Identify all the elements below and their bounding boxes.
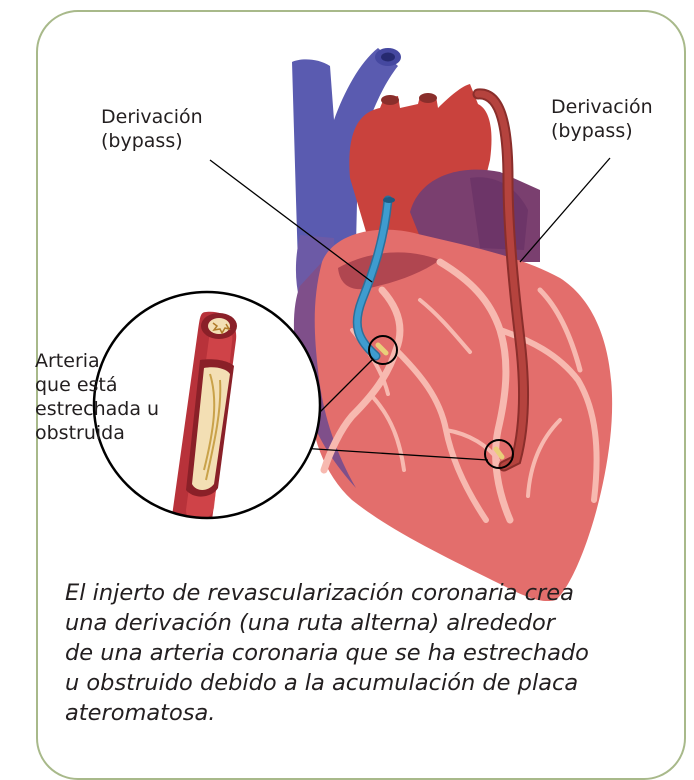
caption-line: una derivación (una ruta alterna) alrede… — [65, 610, 555, 636]
caption-line: El injerto de revascularización coronari… — [65, 580, 574, 606]
narrowed-artery-label: Arteria que está estrechada u obstruida — [35, 349, 159, 445]
bypass-label-left-line2: (bypass) — [101, 130, 183, 152]
artery-label-line4: obstruida — [35, 422, 125, 444]
artery-label-line3: estrechada u — [35, 398, 160, 420]
heart — [293, 229, 613, 602]
figure-caption: El injerto de revascularización coronari… — [65, 578, 680, 728]
caption-line: ateromatosa. — [65, 700, 216, 726]
bypass-label-right: Derivación (bypass) — [551, 95, 653, 143]
artery-label-line1: Arteria — [35, 350, 100, 372]
bypass-label-left-line1: Derivación — [101, 106, 203, 128]
coronary-arteries — [320, 258, 600, 524]
caption-line: de una arteria coronaria que se ha estre… — [65, 640, 589, 666]
artery-graft — [474, 90, 527, 470]
blockage-circle-1 — [368, 335, 398, 365]
bypass-label-right-line2: (bypass) — [551, 120, 633, 142]
heart-illustration — [92, 48, 613, 602]
artery-inset — [92, 290, 322, 520]
bypass-label-right-line1: Derivación — [551, 96, 653, 118]
vein-graft — [354, 197, 391, 359]
blockage-circle-2 — [484, 439, 514, 469]
bypass-label-left: Derivación (bypass) — [101, 105, 203, 153]
caption-line: u obstruido debido a la acumulación de p… — [65, 670, 579, 696]
leader-lines — [209, 157, 611, 461]
artery-label-line2: que está — [35, 374, 118, 396]
